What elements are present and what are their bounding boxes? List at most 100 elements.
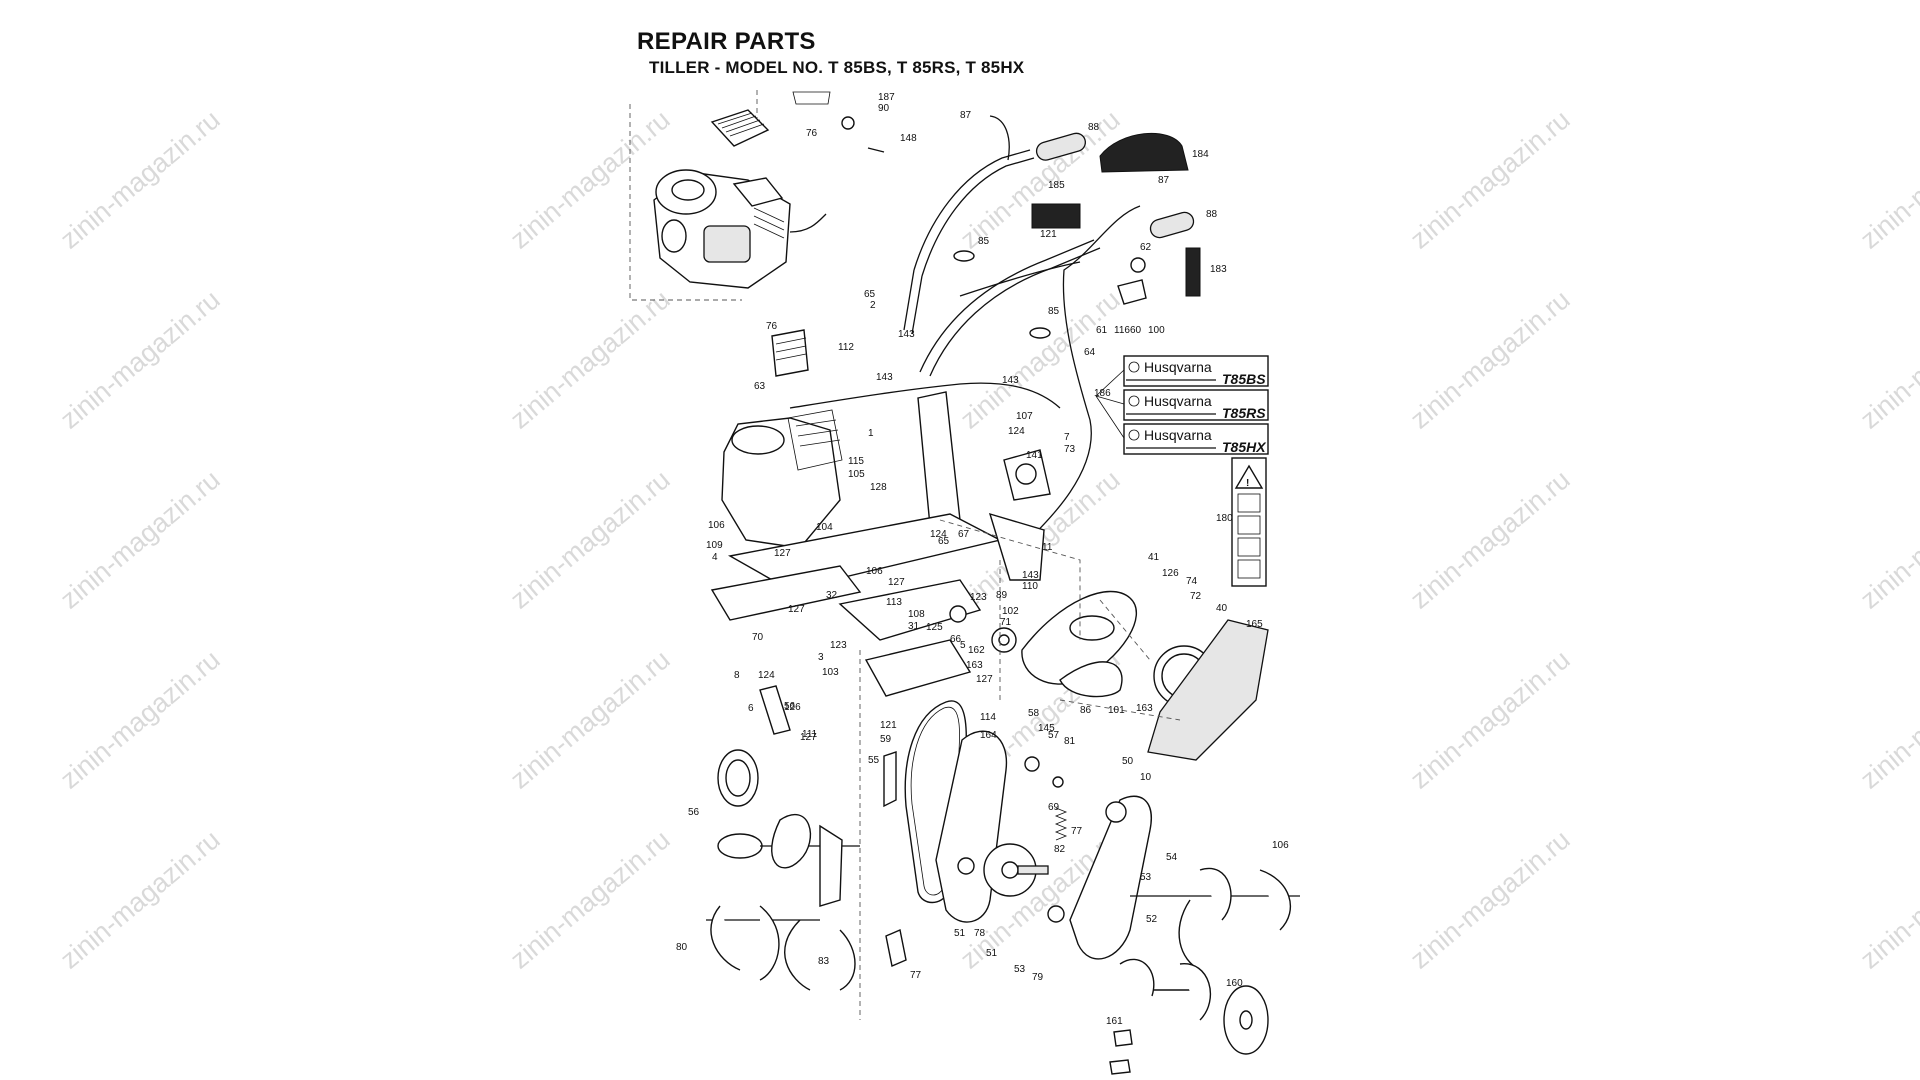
callout-number: 127 [774,548,791,559]
callout-number: 161 [1106,1016,1123,1027]
callout-number: 187 [878,92,895,103]
callout-number: 76 [806,128,818,139]
svg-text:!: ! [1246,478,1249,489]
callout-number: 112 [838,342,854,353]
callout-number: 8 [734,670,740,681]
callout-number: 76 [766,321,778,332]
callout-number: 56 [688,807,700,818]
callout-number: 55 [868,755,880,766]
callout-number: 32 [826,590,838,601]
callout-number: 102 [1002,606,1019,617]
callout-number: 124 [1008,426,1025,437]
engine-inset [629,90,885,301]
watermark-text: zinin-magazin.ru [1405,824,1576,974]
callout-number: 141 [1026,450,1043,461]
callout-number: 128 [870,482,887,493]
callout-number: 69 [1048,802,1060,813]
page-title: REPAIR PARTS [637,28,816,55]
watermark-text: zinin-magazin.ru [55,104,226,254]
callout-number: 51 [986,948,998,959]
callout-number: 53 [1014,964,1026,975]
callout-number: 50 [1122,756,1134,767]
callout-number: 61 [1096,325,1108,336]
callout-number: 59 [880,734,892,745]
callout-number: 7 [1064,432,1070,443]
page-subtitle: TILLER - MODEL NO. T 85BS, T 85RS, T 85H… [649,58,1025,77]
decal-model-1: T85BS [1222,371,1266,387]
callout-number: 83 [818,956,830,967]
callout-number: 163 [966,660,983,671]
callout-number: 2 [870,300,876,311]
callout-number: 90 [878,103,890,114]
watermark-text: zinin-magazin.ru [505,104,676,254]
callout-number: 3 [818,652,824,663]
callout-number: 72 [1190,591,1202,602]
callout-number: 108 [908,609,925,620]
callout-number: 5 [960,640,966,651]
callout-number: 6 [748,703,754,714]
callout-number: 121 [880,720,897,731]
callout-number: 64 [1084,347,1096,358]
watermark-text: zinin-magazin.ru [1855,284,1920,434]
watermark-text: zinin-magazin.ru [1405,644,1576,794]
watermark-text: zinin-magazin.ru [1855,644,1920,794]
callout-number: 184 [1192,149,1209,160]
callout-number: 143 [898,329,915,340]
callout-number: 127 [788,604,805,615]
frame-assembly [710,391,1051,697]
callout-number: 79 [1032,972,1044,983]
callout-number: 87 [1158,175,1170,186]
callout-number: 11 [1042,542,1053,553]
decal-brand-2: Husqvarna [1144,393,1212,409]
callout-number: 127 [888,577,905,588]
callout-number: 127 [976,674,993,685]
callout-number: 89 [996,590,1008,601]
callout-number: 127 [800,732,817,743]
callout-number: 115 [848,456,864,467]
watermark-text: zinin-magazin.ru [505,464,676,614]
model-decals: Husqvarna T85BS Husqvarna T85RS Husqvarn… [1095,355,1269,455]
decal-brand-1: Husqvarna [1144,359,1212,375]
callout-number: 103 [822,667,839,678]
callout-number: 88 [1206,209,1218,220]
callout-number: 185 [1048,180,1065,191]
callout-number: 105 [848,469,865,480]
callout-number: 63 [754,381,766,392]
engine-main [721,329,843,549]
callout-number: 73 [1064,444,1076,455]
callout-number: 78 [974,928,986,939]
watermark-text: zinin-magazin.ru [55,464,226,614]
callout-number: 162 [968,645,985,656]
callout-number: 124 [930,529,947,540]
decal-t85hx [1123,423,1269,455]
callout-number: 85 [978,236,990,247]
watermark-text: zinin-magazin.ru [1405,284,1576,434]
callout-number: 121 [1040,229,1057,240]
callout-number: 54 [1166,852,1178,863]
callout-number: 116 [1114,325,1130,336]
callout-number: 62 [1140,242,1152,253]
callout-number: 56 [784,701,796,712]
watermark-text: zinin-magazin.ru [1855,104,1920,254]
callout-number: 165 [1246,619,1263,630]
callout-number: 65 [864,289,876,300]
callout-number: 57 [1048,730,1060,741]
callout-number: 87 [960,110,972,121]
callout-number: 31 [908,621,920,632]
callout-number: 51 [954,928,966,939]
watermark-text: zinin-magazin.ru [55,644,226,794]
callout-number: 106 [1272,840,1289,851]
decal-t85rs [1123,389,1269,421]
callout-number: 88 [1088,122,1100,133]
callout-number: 110 [1022,581,1038,592]
callout-number: 77 [1071,826,1083,837]
callout-number: 10 [1140,772,1152,783]
callout-number: 114 [980,712,996,723]
callout-number: 126 [1162,568,1179,579]
callout-number: 111 [802,729,818,740]
decal-brand-3: Husqvarna [1144,427,1212,443]
watermark-text: zinin-magazin.ru [1405,104,1576,254]
callout-number: 67 [958,529,970,540]
